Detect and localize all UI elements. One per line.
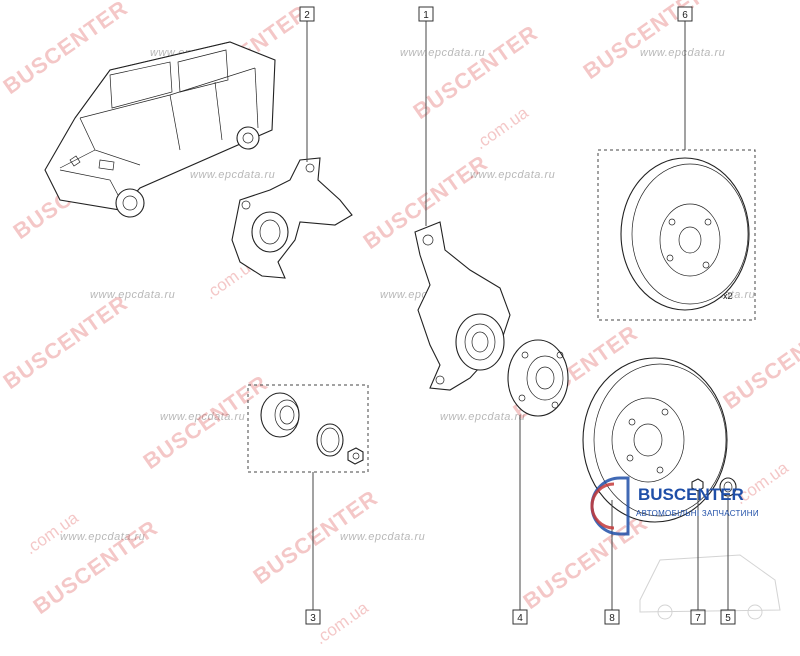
callout-label: 5 (725, 613, 731, 624)
callout-1: 1 (418, 6, 434, 22)
callout-label: 4 (517, 613, 523, 624)
callout-label: 8 (609, 613, 615, 624)
callout-2: 2 (299, 6, 315, 22)
wheel-bolt (691, 478, 704, 492)
watermark-epc: www.epcdata.ru (470, 169, 555, 181)
callout-label: 7 (695, 613, 701, 624)
watermark-site: .com.ua (311, 598, 372, 649)
bearing-kit (260, 392, 364, 465)
watermark-site: .com.ua (471, 103, 532, 154)
van-illustration (44, 41, 276, 218)
watermark-epc: www.epcdata.ru (90, 289, 175, 301)
brake-disc-front (582, 357, 728, 523)
bearing-kit-group-frame (247, 384, 369, 473)
callout-label: 2 (304, 10, 310, 21)
steering-knuckle-main (414, 221, 511, 391)
logo-title: BUSCENTER (638, 485, 744, 504)
brake-disc-group-frame (597, 149, 756, 321)
watermark-epc: www.epcdata.ru (160, 411, 245, 423)
steering-knuckle-small (231, 157, 353, 279)
callout-6: 6 (677, 6, 693, 22)
callout-5: 5 (720, 609, 736, 625)
buscenter-logo: BUSCENTER АВТОМОБІЛЬНІ ЗАПЧАСТИНИ (590, 476, 759, 536)
watermark-epc: www.epcdata.ru (60, 531, 145, 543)
watermark-brand: BUSCENTER (719, 310, 800, 414)
quantity-note: x2 (723, 291, 733, 301)
brake-disc-pair (620, 157, 750, 311)
callout-3: 3 (305, 609, 321, 625)
callout-8: 8 (604, 609, 620, 625)
watermark-epc: www.epcdata.ru (440, 411, 525, 423)
callout-label: 3 (310, 613, 316, 624)
watermark-epc: www.epcdata.ru (640, 47, 725, 59)
wheel-hub (507, 339, 569, 417)
logo-c-mark (590, 482, 615, 530)
watermark-epc: www.epcdata.ru (190, 169, 275, 181)
hub-nut (719, 477, 737, 497)
watermark-epc: www.epcdata.ru (400, 47, 485, 59)
leader-lines (306, 21, 729, 610)
callout-7: 7 (690, 609, 706, 625)
logo-subtitle: АВТОМОБІЛЬНІ ЗАПЧАСТИНИ (636, 509, 759, 518)
watermark-brand: BUSCENTER (519, 510, 653, 614)
watermark-epc: www.epcdata.ru (340, 531, 425, 543)
watermark-brand: BUSCENTER (0, 290, 132, 394)
callout-label: 6 (682, 10, 688, 21)
callout-4: 4 (512, 609, 528, 625)
bus-silhouette (639, 554, 781, 620)
callout-label: 1 (423, 10, 429, 21)
watermark-brand: BUSCENTER (139, 370, 273, 474)
